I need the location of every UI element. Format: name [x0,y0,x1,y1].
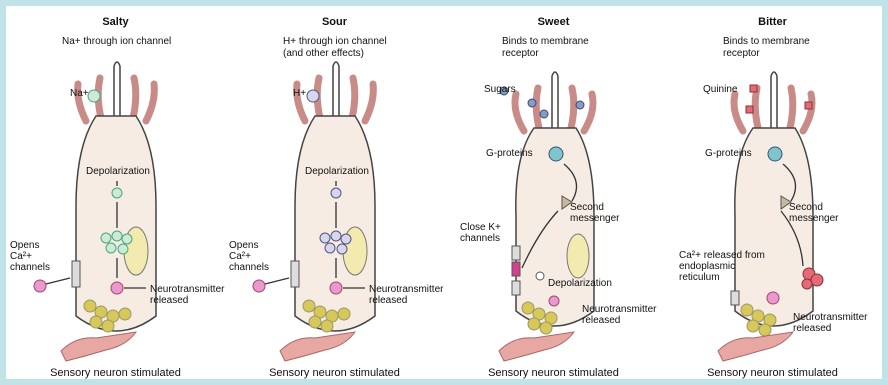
neurotransmitter-label: Neurotransmitter released [793,312,867,334]
second-messenger-label: Second messenger [789,202,838,224]
opens-channels-label: Opens Ca²+ channels [229,240,269,273]
g-proteins-label: G-proteins [486,148,533,159]
depolarization-label: Depolarization [548,278,612,289]
salty-column: Salty Na+ through ion channel Na+ Depola… [6,6,225,379]
ca-released-label: Ca²+ released from endoplasmic reticulum [679,250,765,283]
second-messenger-label: Second messenger [570,202,619,224]
close-k-channels-label: Close K+ channels [460,222,501,244]
panel-footer: Sensory neuron stimulated [225,367,444,379]
na-ion-icon [88,90,100,102]
panel-title: Sour [225,16,444,28]
salty-cell-illustration [6,6,225,379]
sour-column: Sour H+ through ion channel (and other e… [225,6,444,379]
ion-label: H+ [293,88,306,99]
quinine-icon [750,85,757,92]
panel-subtitle: Binds to membrane receptor [723,36,810,60]
opens-channels-label: Opens Ca²+ channels [10,240,50,273]
ligand-label: Quinine [703,84,737,95]
neurotransmitter-label: Neurotransmitter released [582,304,656,326]
ion-icon [112,188,122,198]
depolarization-label: Depolarization [86,166,150,177]
g-proteins-label: G-proteins [705,148,752,159]
bitter-column: Bitter Binds to membrane receptor Quinin… [663,6,882,379]
neurotransmitter-label: Neurotransmitter released [150,284,224,306]
ion-label: Na+ [70,88,89,99]
panel-subtitle: Binds to membrane receptor [502,36,589,60]
panel-title: Bitter [663,16,882,28]
panel-title: Salty [6,16,225,28]
panel-subtitle: Na+ through ion channel [62,36,171,48]
panel-footer: Sensory neuron stimulated [663,367,882,379]
g-protein-icon [768,147,782,161]
sweet-column: Sweet Binds to membrane receptor Sugars … [444,6,663,379]
panel-footer: Sensory neuron stimulated [444,367,663,379]
sour-cell-illustration [225,6,444,379]
diagram-panel: Salty Na+ through ion channel Na+ Depola… [6,6,882,379]
neurotransmitter-label: Neurotransmitter released [369,284,443,306]
ligand-label: Sugars [484,84,516,95]
depolarization-label: Depolarization [305,166,369,177]
panel-title: Sweet [444,16,663,28]
g-protein-icon [549,147,563,161]
panel-footer: Sensory neuron stimulated [6,367,225,379]
panel-subtitle: H+ through ion channel (and other effect… [283,36,387,60]
h-ion-icon [307,90,319,102]
